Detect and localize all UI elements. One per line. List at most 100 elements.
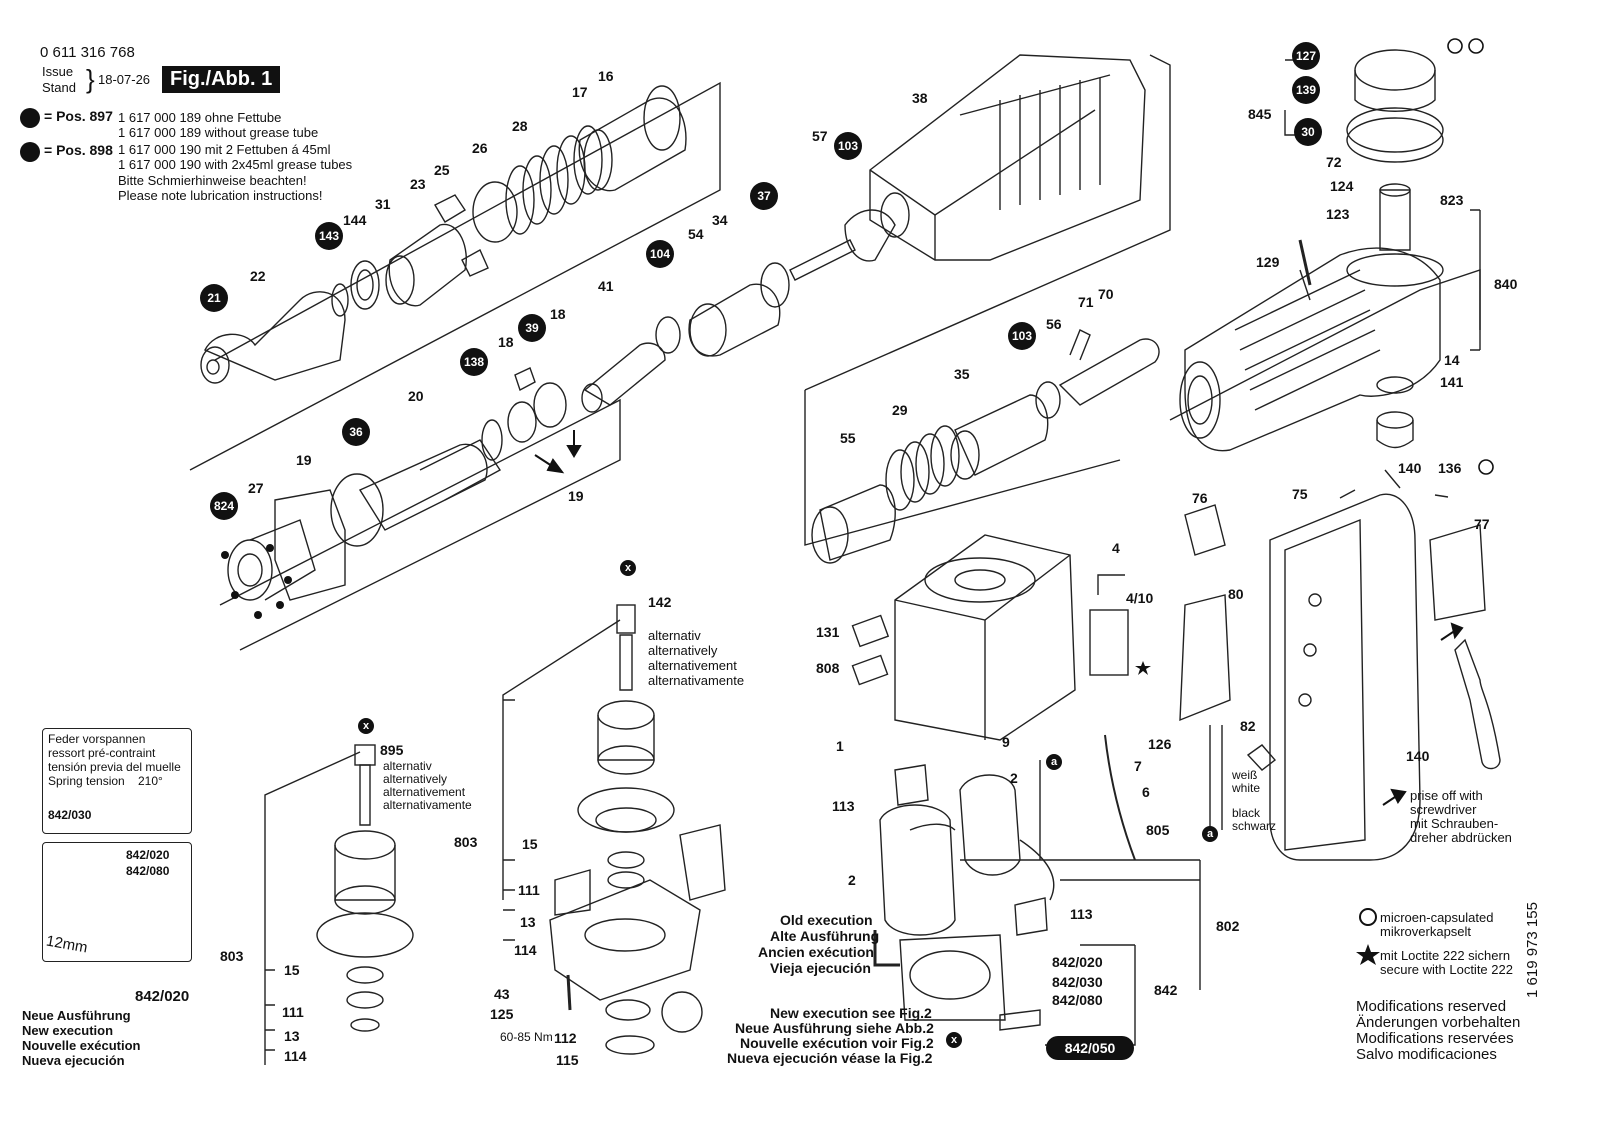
- pos898-line1: 1 617 000 190 mit 2 Fettuben á 45ml: [118, 142, 331, 157]
- marker-x-3: x: [946, 1032, 962, 1048]
- ring-18b: [533, 382, 567, 428]
- pos897-line1: 1 617 000 189 ohne Fettube: [118, 110, 282, 125]
- callout-badge-139: 139: [1292, 76, 1320, 104]
- callout-badge-104: 104: [646, 240, 674, 268]
- callout-41: 41: [598, 278, 614, 294]
- arrows: [534, 430, 1464, 806]
- old-exec-line2: Alte Ausführung: [770, 928, 880, 944]
- bracket-803-upper: [502, 619, 621, 941]
- inset-spring-line2: ressort pré-contraint: [48, 746, 156, 760]
- doc-number: 1 619 973 155: [1524, 902, 1541, 998]
- sleeve-54-part: [688, 283, 781, 357]
- connecting-rod-part: [1058, 338, 1160, 406]
- alt-895-line4: alternativamente: [383, 798, 472, 812]
- old-exec-line3: Ancien exécution: [758, 944, 874, 960]
- callout-badge-143: 143: [315, 222, 343, 250]
- inset-spring-tension: [42, 728, 192, 834]
- callout-badge-36: 36: [342, 418, 370, 446]
- callout-129: 129: [1256, 254, 1280, 270]
- prise-line2: screwdriver: [1410, 802, 1477, 817]
- bearing-flange-part: [227, 489, 346, 601]
- callout-75: 75: [1292, 486, 1308, 502]
- callout-126: 126: [1148, 736, 1172, 752]
- chisel-holder-part: [200, 291, 346, 384]
- callout-112: 112: [554, 1030, 577, 1046]
- loctite-star-icon: [1356, 944, 1380, 965]
- wire-white-de: weiß: [1232, 768, 1258, 782]
- callout-16: 16: [598, 68, 614, 84]
- inset-spring-line3: tensión previa del muelle: [48, 760, 181, 774]
- spring-29: [885, 425, 960, 511]
- callout-140: 140: [1398, 460, 1422, 476]
- field-coil-part: [879, 774, 1021, 936]
- callout-6: 6: [1142, 784, 1150, 800]
- callout-23: 23: [410, 176, 426, 192]
- bracket-840: [1470, 209, 1481, 351]
- callout-114: 114: [284, 1048, 307, 1064]
- callout-803: 803: [454, 834, 478, 850]
- bearing-112: [605, 999, 651, 1021]
- callout-56: 56: [1046, 316, 1062, 332]
- part-76: [1184, 504, 1226, 556]
- callout-54: 54: [688, 226, 704, 242]
- ring-18a: [507, 401, 537, 443]
- new-fig2-line1: New execution see Fig.2: [770, 1005, 932, 1021]
- callout-17: 17: [572, 84, 588, 100]
- shaft-123: [1379, 189, 1411, 251]
- callout-27: 27: [248, 480, 264, 496]
- bearing-141: [1376, 411, 1414, 429]
- lube-note-de: Bitte Schmierhinweise beachten!: [118, 173, 307, 188]
- callout-18: 18: [498, 334, 514, 350]
- marker-x-2: x: [358, 718, 374, 734]
- callout-29: 29: [892, 402, 908, 418]
- callout-1: 1: [836, 738, 844, 754]
- callout-26: 26: [472, 140, 488, 156]
- armature-upper: [577, 604, 675, 889]
- crank-housing-part: [1179, 247, 1444, 452]
- switch-4: [1089, 609, 1129, 676]
- alt-895-line3: alternativement: [383, 785, 466, 799]
- modifications-line3: Modifications reservées: [1356, 1030, 1514, 1047]
- ring-part: [350, 260, 380, 310]
- microen-symbol-icon: [1359, 908, 1377, 926]
- part-82: [1246, 744, 1277, 771]
- callout-115: 115: [556, 1052, 579, 1068]
- pos898-line2: 1 617 000 190 with 2x45ml grease tubes: [118, 157, 353, 172]
- pos898-dot: [20, 142, 40, 162]
- callout-111: 111: [518, 882, 540, 898]
- callout-71: 71: [1078, 294, 1094, 310]
- ring-37: [760, 262, 790, 308]
- callout-34: 34: [712, 212, 728, 228]
- inset-brush-part1: 842/020: [126, 848, 170, 862]
- locking-sleeve-part: [578, 97, 687, 192]
- ball-bearings: [221, 544, 292, 619]
- piston-35-part: [954, 394, 1049, 476]
- piston-part: [811, 484, 896, 564]
- clip-part: [434, 194, 466, 223]
- callout-13: 13: [520, 914, 536, 930]
- callout-802: 802: [1216, 918, 1240, 934]
- callout-13: 13: [284, 1028, 300, 1044]
- legend-microen-2: mikroverkapselt: [1380, 924, 1472, 939]
- callout-badge-103: 103: [834, 132, 862, 160]
- bracket-4: [1097, 574, 1125, 595]
- callout-4-10: 4/10: [1126, 590, 1154, 606]
- pos897-line2: 1 617 000 189 without grease tube: [118, 125, 319, 140]
- ring-104: [655, 316, 681, 354]
- callout-19: 19: [296, 452, 312, 468]
- marker-x-1: x: [620, 560, 636, 576]
- callout-80: 80: [1228, 586, 1244, 602]
- callout-badge-138: 138: [460, 348, 488, 376]
- callout-842: 842: [1154, 982, 1178, 998]
- group-frame-bearing: [219, 398, 621, 651]
- callout-823: 823: [1440, 192, 1464, 208]
- group-frame-crank: [1169, 269, 1481, 421]
- callout-125: 125: [490, 1006, 514, 1022]
- alt-142-line1: alternativ: [648, 628, 701, 643]
- callout-840: 840: [1494, 276, 1518, 292]
- bracket-803-lower: [264, 751, 361, 1065]
- part-number: 0 611 316 768: [40, 44, 135, 61]
- callout-4: 4: [1112, 540, 1120, 556]
